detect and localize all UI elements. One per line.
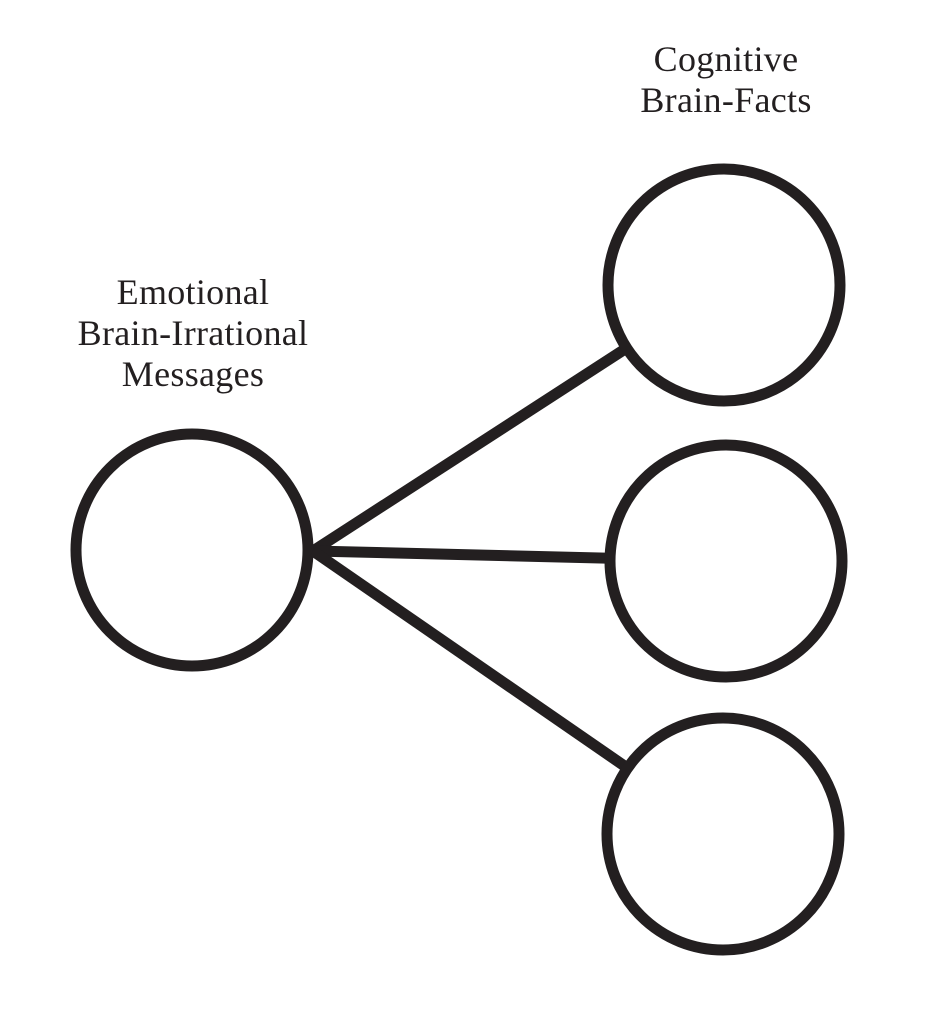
node-circle-cognitive-fact-1 <box>602 163 846 407</box>
cognitive-brain-facts-heading: Cognitive Brain-Facts <box>640 39 812 120</box>
node-circle-cognitive-fact-3 <box>601 712 845 956</box>
emotional-brain-label: Emotional Brain-Irrational Messages <box>77 272 309 394</box>
node-circle-cognitive-fact-2 <box>604 439 848 683</box>
node-circle-emotional-brain <box>70 428 314 672</box>
